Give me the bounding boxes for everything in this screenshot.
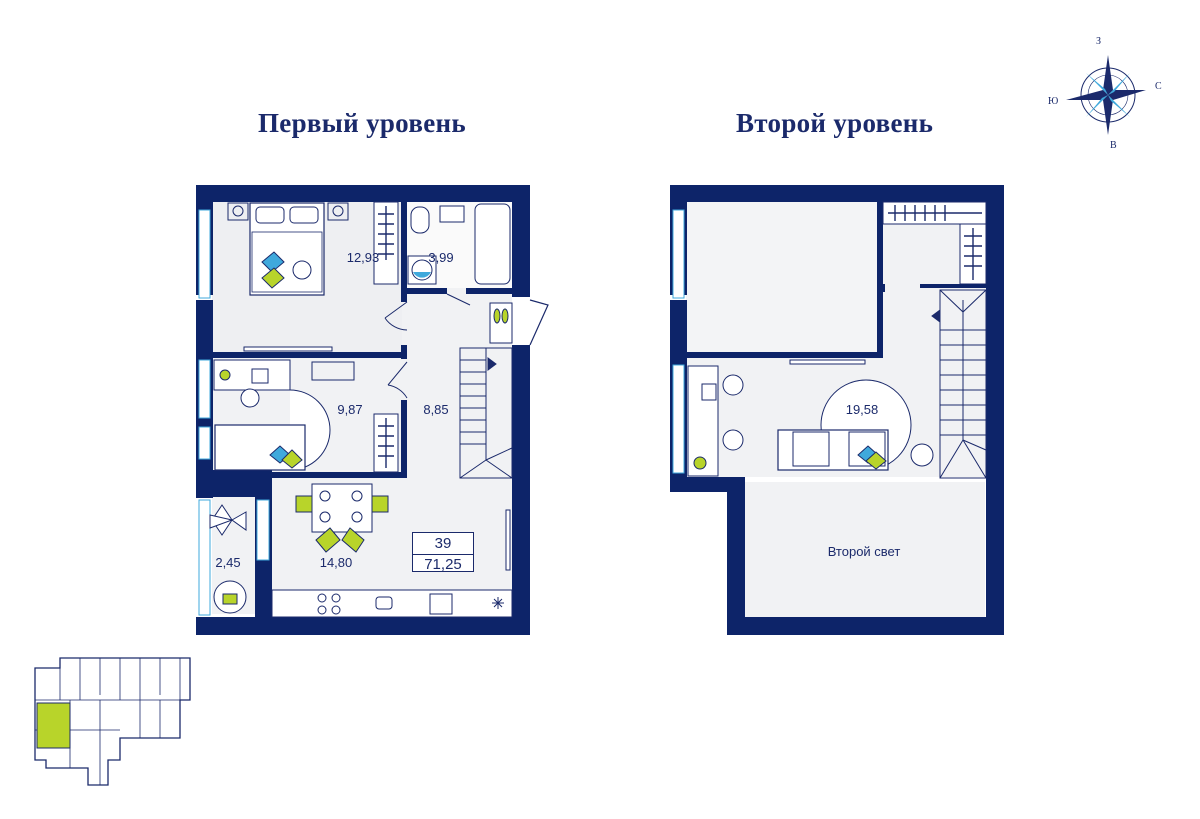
compass-label-bottom: В bbox=[1110, 140, 1117, 151]
double-height-label: Второй свет bbox=[828, 544, 901, 559]
first-level-title: Первый уровень bbox=[258, 108, 466, 138]
second-level-title: Второй уровень bbox=[736, 108, 934, 138]
sink-icon bbox=[439, 205, 465, 223]
apartment-total-area: 71,25 bbox=[413, 554, 473, 573]
room-area-hall: 8,85 bbox=[423, 402, 448, 417]
staircase-icon bbox=[931, 289, 987, 479]
room-area-living: 19,58 bbox=[846, 402, 879, 417]
bathtub-icon bbox=[474, 203, 511, 285]
compass-label-right: С bbox=[1155, 81, 1162, 92]
wardrobe-icon bbox=[378, 206, 394, 260]
room-area-loggia: 2,45 bbox=[215, 555, 240, 570]
plant-icon bbox=[910, 443, 934, 467]
plant-icon bbox=[209, 504, 247, 536]
dining-table-icon bbox=[311, 483, 373, 533]
apartment-info-box: 39 71,25 bbox=[412, 532, 474, 573]
kitchen-sink-icon bbox=[429, 593, 453, 615]
compass-label-left: Ю bbox=[1048, 96, 1059, 107]
washing-machine-icon bbox=[411, 259, 433, 281]
room-area-bathroom: 3,99 bbox=[428, 250, 453, 265]
toilet-icon bbox=[410, 206, 430, 234]
room-area-bedroom: 12,93 bbox=[347, 250, 380, 265]
apartment-number: 39 bbox=[434, 535, 452, 552]
staircase-icon bbox=[459, 347, 513, 479]
room-area-kids: 9,87 bbox=[337, 402, 362, 417]
building-key-plan bbox=[34, 657, 191, 786]
stove-icon bbox=[317, 593, 341, 615]
room-area-kitchen: 14,80 bbox=[320, 555, 353, 570]
compass-icon bbox=[1066, 55, 1146, 135]
apartment-highlight bbox=[36, 702, 71, 749]
compass-label-top: З bbox=[1096, 36, 1102, 47]
second-level-plan bbox=[670, 185, 1004, 635]
cat-icon bbox=[292, 260, 312, 280]
